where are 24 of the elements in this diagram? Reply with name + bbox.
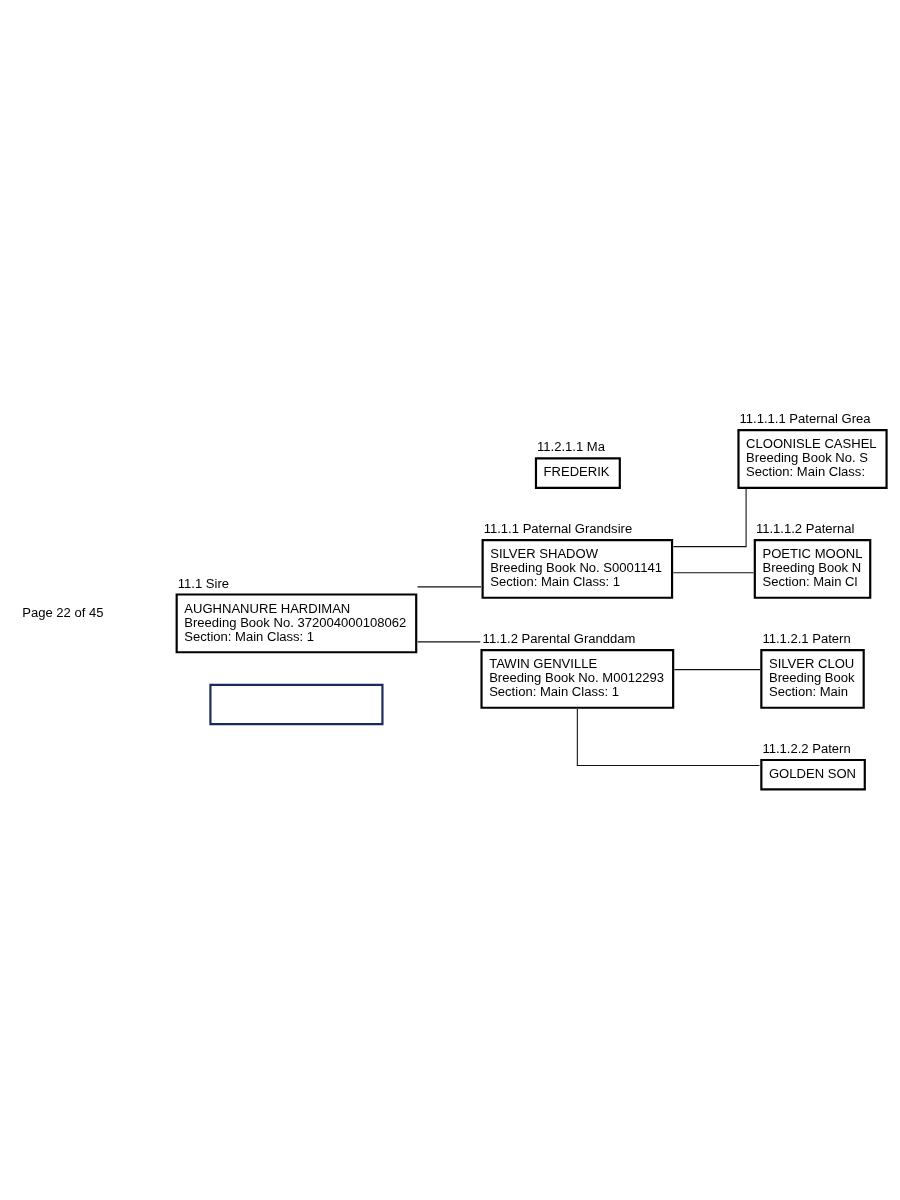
node-label: 11.1.1.2 Paternal (755, 520, 854, 536)
connector (416, 585, 482, 587)
node-box: CLOONISLE CASHEL Breeding Book No. S Section: Main Class: (736, 428, 888, 489)
node-label: 11.2.1.1 Ma (536, 438, 605, 454)
label: Page 22 of 45 (21, 604, 104, 620)
node-box (208, 683, 384, 725)
node-box: AUGHNANURE HARDIMAN Breeding Book No. 372004000108062 Section: Main Class: 1 (175, 592, 417, 653)
node-label: 11.1 Sire (177, 575, 229, 591)
node-box: FREDERIK (534, 456, 621, 489)
node-box: SILVER SHADOW Breeding Book No. S0001141 Section: Main Class: 1 (481, 538, 673, 599)
node-label: 11.1.1 Paternal Grandsire (483, 520, 632, 536)
connector (672, 571, 754, 573)
node-box: POETIC MOONL Breeding Book N Section: Main Cl (753, 538, 871, 599)
node-label: 11.1.1.1 Paternal Grea (739, 410, 871, 426)
node-box: TAWIN GENVILLE Breeding Book No. M0012293 Section: Main Class: 1 (479, 648, 674, 709)
node-label: 11.1.2.2 Patern (761, 740, 851, 756)
connector (576, 707, 760, 766)
node-label: 11.1.2 Parental Granddam (482, 630, 635, 646)
node-box: SILVER CLOU Breeding Book Section: Main (759, 648, 865, 709)
connector (673, 668, 761, 670)
node-label: 11.1.2.1 Patern (761, 630, 851, 646)
node-box: GOLDEN SON (759, 758, 866, 790)
connector (416, 640, 481, 642)
connector (672, 488, 747, 547)
